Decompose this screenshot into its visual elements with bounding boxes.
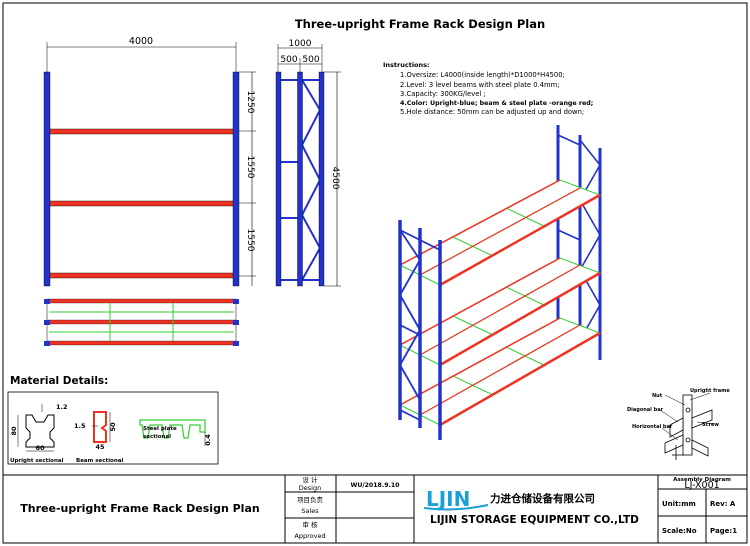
plate-label-line1: Steel plate bbox=[143, 426, 177, 432]
plate-thickness-dim: 0.4 bbox=[204, 434, 212, 446]
title-block: Three-upright Frame Rack Design Plan 设 计… bbox=[3, 474, 747, 543]
top-view bbox=[44, 298, 239, 346]
side-upright-2 bbox=[297, 71, 303, 287]
instructions: Instructions: 1.Oversize: L4000(inside l… bbox=[383, 61, 593, 116]
approved-en: Approved bbox=[294, 532, 325, 540]
instruction-2: 2.Level: 3 level beams with steel plate … bbox=[400, 81, 560, 89]
isometric-view bbox=[398, 125, 602, 440]
beam-thickness-dim: 1.5 bbox=[74, 422, 86, 430]
plate-section: Steel plate sectional 0.4 bbox=[139, 419, 212, 446]
top-beam-front bbox=[46, 298, 237, 304]
top-post-4 bbox=[233, 299, 239, 304]
material-box bbox=[7, 391, 219, 465]
iso-shelf-2 bbox=[398, 257, 602, 367]
approved-cn: 审 核 bbox=[302, 520, 318, 529]
front-height-dim-3: 1550 bbox=[245, 229, 255, 252]
revision-label: Rev: A bbox=[710, 500, 736, 508]
connection-detail-drawing bbox=[664, 394, 713, 460]
front-height-dim-2: 1550 bbox=[245, 156, 255, 179]
top-beam-middle bbox=[46, 319, 237, 325]
title-block-grid bbox=[3, 474, 747, 543]
instructions-heading: Instructions: bbox=[383, 61, 430, 69]
top-post-2 bbox=[44, 320, 50, 325]
instruction-4: 4.Color: Upright-blue; beam & steel plat… bbox=[400, 100, 593, 107]
material-heading: Material Details: bbox=[10, 375, 108, 387]
drawing-title: Three-upright Frame Rack Design Plan bbox=[295, 17, 545, 31]
side-half-dim-1: 500 bbox=[280, 55, 297, 65]
side-upright-3 bbox=[318, 71, 325, 287]
front-beam-3 bbox=[46, 272, 237, 279]
front-beam-1 bbox=[46, 128, 237, 135]
side-half-dim-2: 500 bbox=[302, 55, 319, 65]
iso-shelf-3 bbox=[398, 317, 602, 427]
upright-section-label: Upright sectional bbox=[10, 458, 64, 464]
design-cn: 设 计 bbox=[302, 475, 318, 484]
plate-label-line2: sectional bbox=[143, 434, 171, 440]
beam-height-dim: 50 bbox=[109, 422, 117, 432]
company-logo-mark: LJIN bbox=[426, 487, 470, 511]
company-name-cn: 力进仓储设备有限公司 bbox=[490, 492, 595, 505]
sales-cn: 项目负责 bbox=[297, 495, 324, 504]
assembly-label: Assembly Diagram bbox=[673, 477, 731, 483]
iso-front-frame bbox=[398, 220, 442, 440]
side-upright-1 bbox=[275, 71, 282, 287]
side-depth-dim-text: 1000 bbox=[289, 39, 312, 49]
company-name-en: LIJIN STORAGE EQUIPMENT CO.,LTD bbox=[430, 514, 639, 526]
instruction-5: 5.Hole distance: 50mm can be adjusted up… bbox=[400, 108, 584, 116]
front-beam-2 bbox=[46, 200, 237, 207]
beam-width-dim: 45 bbox=[95, 443, 105, 451]
beam-section: 1.5 50 45 Beam sectional bbox=[74, 411, 123, 464]
page-label: Page:1 bbox=[710, 527, 737, 535]
iso-front-bracing bbox=[399, 229, 441, 421]
design-en: Design bbox=[299, 484, 321, 492]
front-height-dim-1: 1250 bbox=[245, 91, 255, 114]
instruction-3: 3.Capacity: 300KG/level ; bbox=[400, 90, 486, 98]
front-upright-right bbox=[232, 71, 240, 287]
callout-upright-frame: Upright frame bbox=[690, 388, 730, 394]
front-upright-left bbox=[43, 71, 51, 287]
unit-label: Unit:mm bbox=[662, 500, 696, 508]
side-view: 1000 500 500 4500 bbox=[275, 39, 341, 287]
plan-name: Three-upright Frame Rack Design Plan bbox=[20, 502, 259, 515]
upright-section: 1.2 80 60 Upright sectional bbox=[10, 403, 68, 464]
sales-en: Sales bbox=[301, 507, 319, 515]
upright-thickness-dim: 1.2 bbox=[56, 403, 68, 411]
connection-detail-leaders bbox=[659, 392, 716, 441]
connection-detail: Nut Upright frame Diagonal bar Screw Hor… bbox=[627, 388, 730, 460]
top-post-3 bbox=[44, 341, 50, 346]
callout-diagonal-bar: Diagonal bar bbox=[627, 407, 664, 413]
design-value: WU/2018.9.10 bbox=[351, 482, 401, 489]
upright-width-dim: 60 bbox=[35, 444, 45, 452]
front-width-dim-text: 4000 bbox=[129, 36, 153, 47]
assembly-number: LJ-X001 bbox=[684, 480, 719, 491]
side-bracing bbox=[280, 79, 321, 281]
side-height-dim-text: 4500 bbox=[330, 167, 340, 190]
scale-label: Scale:No bbox=[662, 527, 697, 535]
iso-shelf-1 bbox=[398, 179, 602, 287]
company-logo: LJIN bbox=[423, 487, 489, 511]
front-view: 4000 1250 1550 1550 bbox=[43, 36, 256, 287]
top-post-5 bbox=[233, 320, 239, 325]
top-post-1 bbox=[44, 299, 50, 304]
callout-screw: Screw bbox=[702, 422, 719, 428]
instruction-1: 1.Oversize: L4000(inside length)*D1000*H… bbox=[400, 71, 565, 79]
callout-horizontal-bar: Horizontal bar bbox=[632, 424, 673, 430]
upright-height-dim: 80 bbox=[10, 426, 18, 436]
top-post-6 bbox=[233, 341, 239, 346]
material-details: Material Details: 1.2 80 60 Upright sect… bbox=[7, 375, 219, 465]
top-beam-back bbox=[46, 340, 237, 346]
beam-section-label: Beam sectional bbox=[76, 458, 123, 464]
callout-nut: Nut bbox=[652, 393, 663, 399]
